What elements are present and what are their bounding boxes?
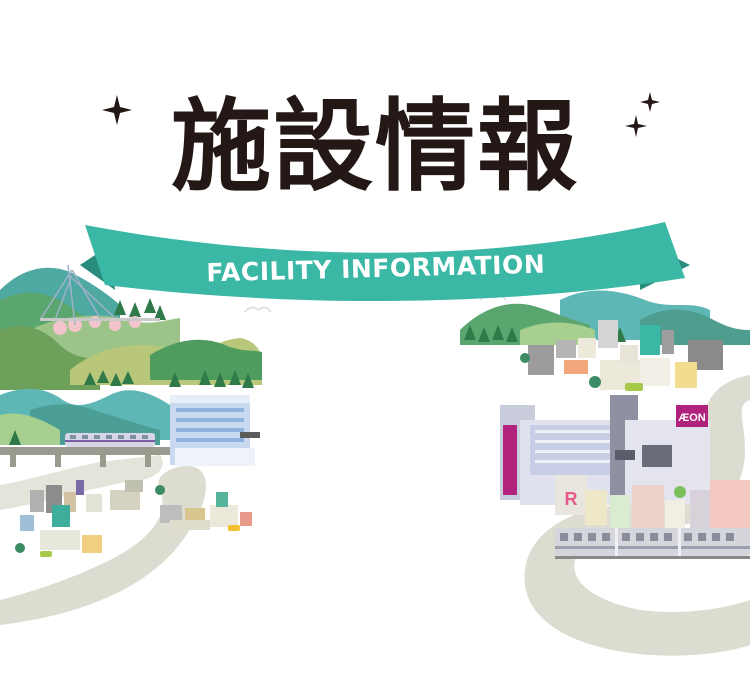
store-r-letter: R [565, 489, 578, 509]
left-bridge [39, 264, 116, 326]
store-r-building: R [555, 475, 587, 515]
ribbon-banner: FACILITY INFORMATION [80, 222, 690, 302]
right-trees [464, 325, 626, 342]
right-town [520, 320, 723, 391]
left-hospital-building [170, 395, 260, 466]
sparkle-icon [102, 92, 660, 137]
left-road [0, 466, 206, 625]
right-train [555, 528, 750, 559]
left-train [65, 433, 155, 447]
right-hill-pale [520, 322, 595, 345]
left-mountain-green2 [150, 339, 262, 380]
aeon-sign: ÆON [678, 412, 706, 424]
left-trees [9, 298, 254, 445]
left-viaduct [0, 447, 170, 455]
ribbon-body [85, 222, 685, 302]
left-town [15, 480, 252, 557]
page-title: 施設情報 [171, 88, 579, 205]
